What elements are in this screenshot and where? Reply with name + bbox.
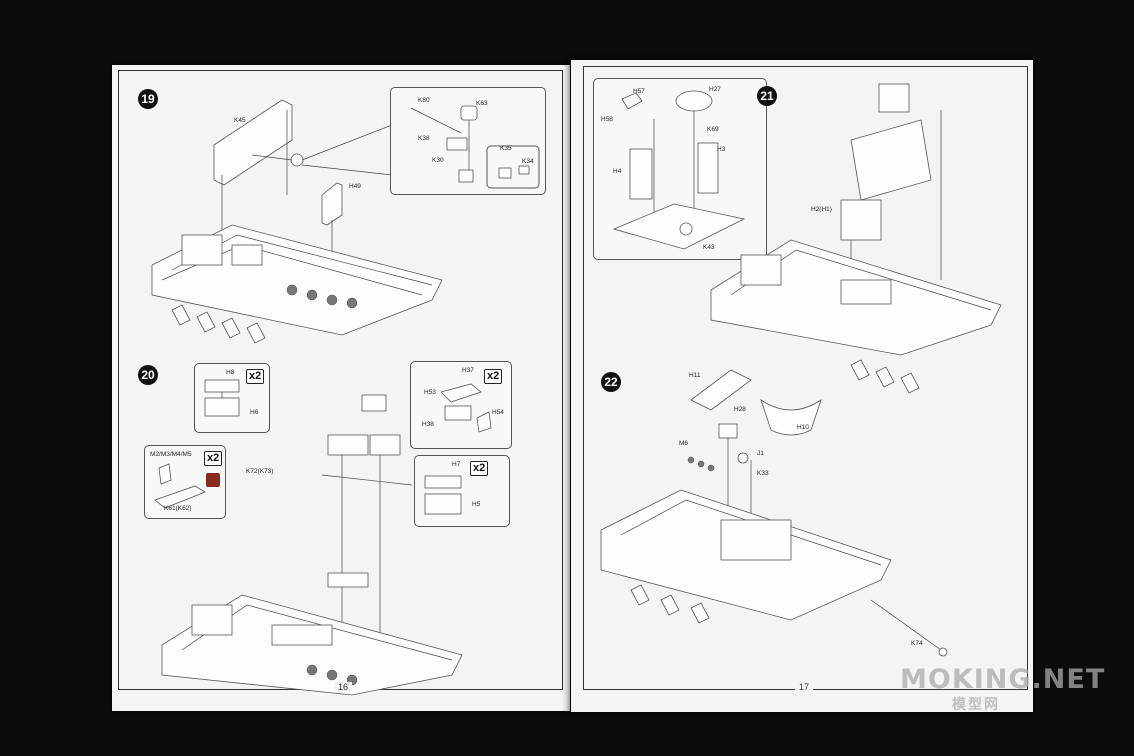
label-k38: K38 [418, 135, 430, 142]
label-h27: H27 [709, 86, 721, 93]
label-h2-h1: H2(H1) [811, 206, 832, 213]
watermark-logo: MOKING.NET [900, 664, 1106, 695]
label-h4: H4 [613, 168, 622, 175]
label-k72: K72(K73) [246, 468, 274, 475]
label-k45: K45 [234, 117, 246, 124]
label-h28: H28 [734, 406, 746, 413]
page-number-left: 16 [334, 682, 353, 692]
label-k63: K63 [476, 100, 488, 107]
multiplier-x2-h37: x2 [484, 369, 503, 384]
step-20-callout-h8 [194, 363, 270, 433]
multiplier-x2-m2: x2 [204, 451, 223, 466]
label-k74: K74 [911, 640, 923, 647]
right-page: H57 H27 H58 K69 H3 H4 K43 21 H2(H1) 22 [571, 60, 1033, 712]
step-22-badge: 22 [601, 372, 621, 392]
label-k43: K43 [703, 244, 715, 251]
label-h5: H5 [472, 501, 481, 508]
multiplier-x2-h7: x2 [470, 461, 489, 476]
step-21-badge: 21 [757, 86, 777, 106]
label-h54: H54 [492, 409, 504, 416]
step-22-hull-drawing [600, 369, 948, 657]
label-h57: H57 [633, 88, 645, 95]
label-h3: H3 [717, 146, 726, 153]
step-19-hull-drawing [151, 99, 443, 344]
label-h37: H37 [462, 367, 474, 374]
label-k69: K69 [707, 126, 719, 133]
label-k35: K35 [500, 145, 512, 152]
left-page: 19 [112, 65, 570, 711]
label-h53: H53 [424, 389, 436, 396]
label-m2-m3-m4-m5: M2/M3/M4/M5 [150, 451, 192, 458]
label-j1: J1 [757, 450, 764, 457]
label-k30: K30 [432, 157, 444, 164]
label-h7: H7 [452, 461, 461, 468]
label-h38: H38 [422, 421, 434, 428]
label-h49: H49 [349, 183, 361, 190]
step-20-hull-drawing [161, 394, 463, 696]
label-k33: K33 [757, 470, 769, 477]
label-h10: H10 [797, 424, 809, 431]
label-h11: H11 [689, 372, 701, 379]
label-h8: H8 [226, 369, 235, 376]
label-h58: H58 [601, 116, 613, 123]
paint-warning-icon [206, 473, 220, 487]
page-number-right: 17 [795, 682, 814, 692]
label-k61: K61(K62) [164, 505, 192, 512]
watermark-subtext: 模型网 [952, 697, 1000, 713]
label-m6: M6 [679, 440, 689, 447]
step-19-badge: 19 [138, 89, 158, 109]
label-h6: H6 [250, 409, 259, 416]
step-21-detail-callout [593, 78, 767, 260]
step-20-callout-h7 [414, 455, 510, 527]
multiplier-x2-h8: x2 [246, 369, 265, 384]
label-k80: K80 [418, 97, 430, 104]
label-k34: K34 [522, 158, 534, 165]
step-19-detail-callout [390, 87, 546, 195]
step-21-hull-drawing [710, 83, 1002, 394]
step-20-badge: 20 [138, 365, 158, 385]
